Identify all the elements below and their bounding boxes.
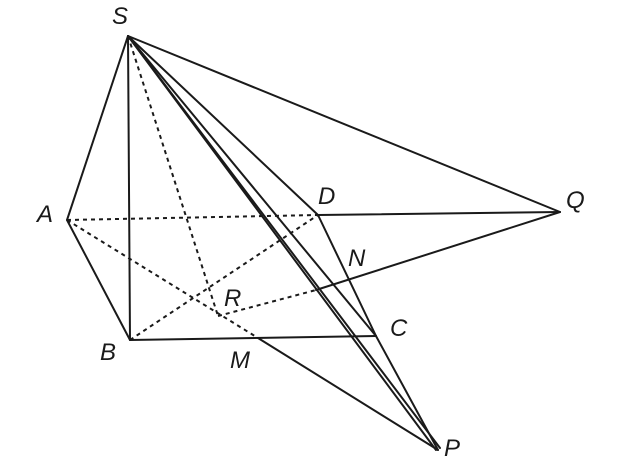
edge-SQ [127,35,561,213]
edge-SR-hidden [127,35,219,317]
label-P: P [444,435,460,462]
label-D: D [318,183,335,210]
edge-DQ [317,211,561,216]
label-C: C [390,315,408,342]
label-S: S [112,3,128,30]
edge-SP-right [127,35,441,449]
label-R: R [224,285,241,312]
label-A: A [35,201,53,228]
edge-BD-hidden [129,214,319,341]
label-Q: Q [566,187,585,214]
edge-AM-hidden [66,219,259,339]
edge-SD [127,35,319,216]
edge-BC [129,335,377,341]
label-B: B [100,339,116,366]
edge-SA [66,35,129,221]
edge-AB [66,219,131,341]
edge-RN-hidden [217,289,317,317]
edge-AD-hidden [66,214,319,221]
edge-QN [315,211,561,291]
edge-MP [257,337,439,451]
edge-SC [127,35,377,337]
label-M: M [230,347,250,374]
label-N: N [348,245,366,272]
edge-DC [317,214,377,337]
edge-CP [375,335,439,451]
edge-SB [127,35,131,341]
